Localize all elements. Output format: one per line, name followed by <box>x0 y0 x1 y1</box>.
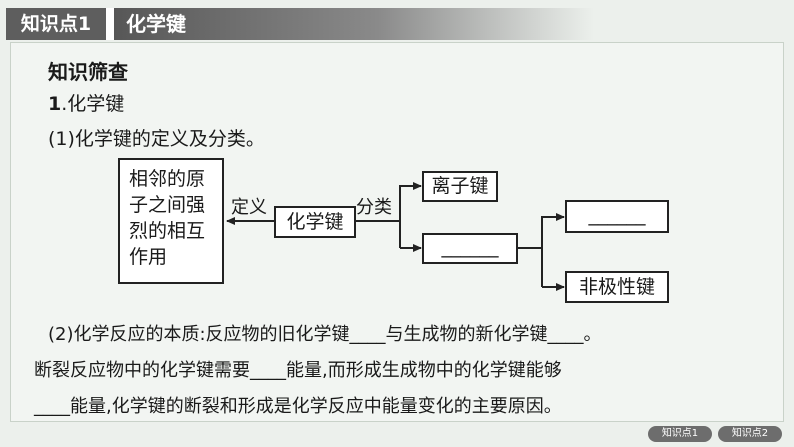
item-2-line-1: (2)化学反应的本质:反应物的旧化学键____与生成物的新化学键____。 <box>48 324 602 345</box>
label-classify: 分类 <box>356 197 392 218</box>
section-title: 化学键 <box>114 8 594 40</box>
item-1: (1)化学键的定义及分类。 <box>48 128 265 150</box>
heading: 知识筛查 <box>48 60 128 84</box>
nonpolar-bond-box: 非极性键 <box>565 271 669 303</box>
nav-button-knowledge-1[interactable]: 知识点1 <box>648 426 712 442</box>
header-divider <box>106 8 114 40</box>
section-number: 知识点1 <box>6 8 106 40</box>
nav-button-knowledge-2[interactable]: 知识点2 <box>718 426 782 442</box>
definition-line: 作用 <box>129 246 168 268</box>
definition-line: 子之间强 <box>129 194 206 216</box>
subheading-text: .化学键 <box>61 93 125 115</box>
definition-line: 烈的相互 <box>129 220 206 242</box>
item-2-line-3: ____能量,化学键的断裂和形成是化学反应中能量变化的主要原因。 <box>34 396 562 417</box>
subheading-number: 1 <box>48 93 62 115</box>
item-2-line-2: 断裂反应物中的化学键需要____能量,而形成生成物中的化学键能够 <box>34 360 562 381</box>
subheading: 1.化学键 <box>48 89 124 116</box>
definition-box: 相邻的原 子之间强 烈的相互 作用 <box>118 158 224 284</box>
label-definition: 定义 <box>231 197 267 218</box>
blank-box-2: ______ <box>565 200 669 233</box>
definition-line: 相邻的原 <box>129 168 206 190</box>
chemical-bond-box: 化学键 <box>274 206 356 238</box>
ionic-bond-box: 离子键 <box>422 171 498 202</box>
blank-box-1: ______ <box>422 233 518 264</box>
section-header: 知识点1 化学键 <box>0 8 600 40</box>
